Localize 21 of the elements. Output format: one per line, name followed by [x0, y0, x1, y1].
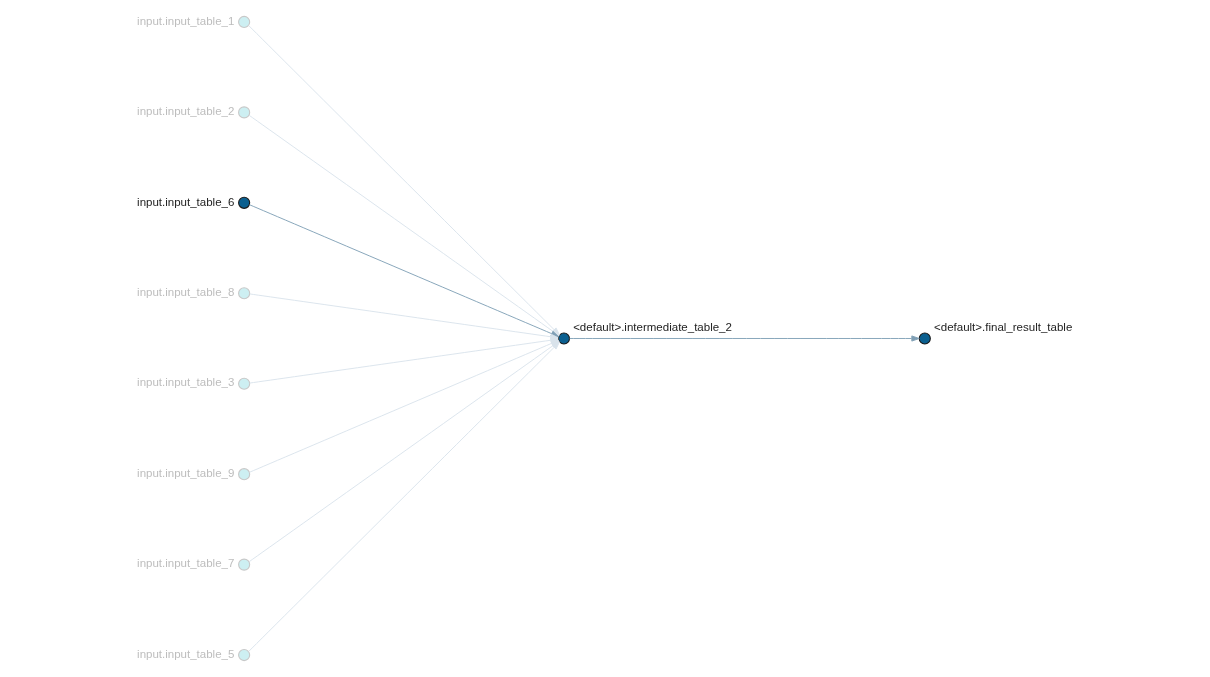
node-label: input.input_table_5 [137, 647, 235, 660]
node-circle [557, 332, 571, 345]
node-label: input.input_table_2 [137, 105, 235, 118]
node-circle [238, 196, 251, 209]
node-label: input.input_table_3 [137, 376, 235, 389]
node-circle [238, 558, 251, 571]
arrow [569, 335, 920, 342]
node-label: input.input_table_6 [137, 195, 235, 208]
node-circle [238, 106, 251, 119]
node-label: input.input_table_1 [137, 14, 235, 27]
node-label: <default>.intermediate_table_2 [573, 321, 732, 334]
node-circle [238, 648, 251, 662]
node-label: input.input_table_7 [137, 557, 235, 570]
node-circle [238, 287, 251, 300]
node-label: <default>.final_result_table [934, 321, 1073, 334]
node-label: input.input_table_9 [137, 466, 235, 479]
node-label: input.input_table_8 [137, 286, 235, 299]
node-circle [238, 468, 251, 481]
node-circle [238, 377, 251, 390]
node-circle [918, 332, 931, 345]
node-circle [238, 15, 251, 29]
